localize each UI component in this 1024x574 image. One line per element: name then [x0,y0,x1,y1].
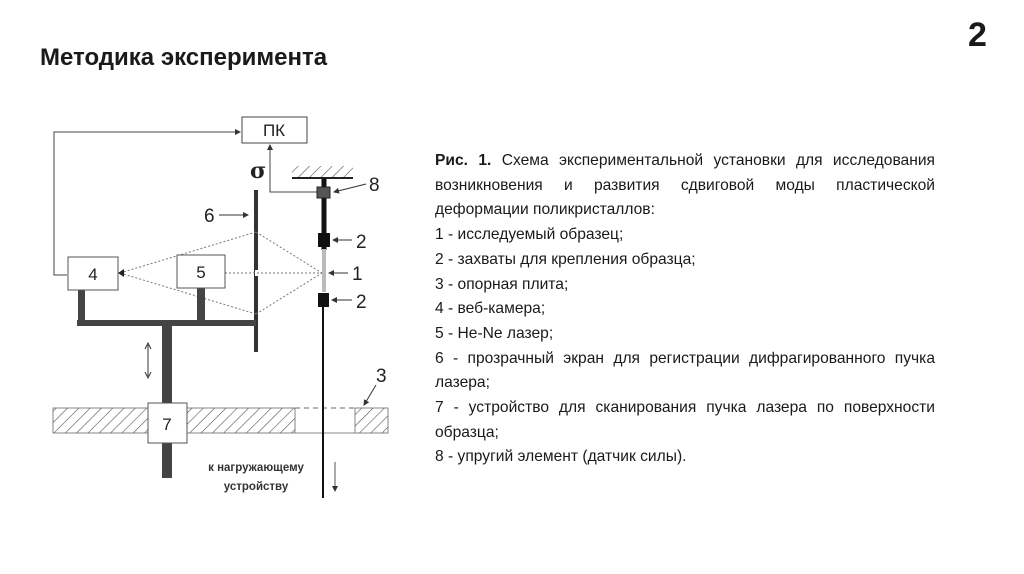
vertical-motion-arrow-icon [144,341,152,380]
legend-item: 5 - He-Ne лазер; [435,324,554,342]
pc-label: ПК [263,121,285,140]
scanner-box-7: 7 [147,402,188,444]
callout-8: 8 [369,175,380,196]
callout-2-bottom: 2 [356,292,367,313]
sigma-label: σ [250,158,266,184]
camera-pc-wire [53,129,241,276]
svg-text:4: 4 [88,265,97,284]
legend-item: 7 - устройство для сканирования пучка ла… [435,399,935,441]
legend-item: 2 - захваты для крепления образца; [435,250,696,268]
load-text-line1: к нагружающему [208,462,304,474]
pc-box: ПК [241,116,308,144]
sensor-pc-wire [267,144,317,193]
caption-heading: Рис. 1. Схема экспериментальной установк… [435,149,935,223]
lower-grip [318,293,329,307]
support-plate [52,407,389,434]
mount-frame [77,288,256,478]
force-sensor-8 [316,186,331,199]
laser-beams [119,231,323,315]
page-number: 2 [968,16,987,54]
callout-2-top: 2 [356,232,367,253]
figure-caption: Рис. 1. Схема экспериментальной установк… [435,149,935,470]
callout-1: 1 [352,264,363,285]
svg-text:7: 7 [162,415,171,434]
legend-item: 3 - опорная плита; [435,275,569,293]
legend-item: 8 - упругий элемент (датчик силы). [435,448,687,466]
callout-6: 6 [204,206,215,227]
sample [322,249,326,292]
load-text-line2: устройству [224,481,289,493]
ceiling-support [292,166,353,179]
legend-item: 4 - веб-камера; [435,300,546,318]
legend-item: 1 - исследуемый образец; [435,226,624,244]
upper-grip [318,233,330,247]
callout-3: 3 [376,366,387,387]
laser-box-5: 5 [176,254,226,289]
figure-description: Схема экспериментальной установки для ис… [435,152,935,219]
legend-item: 6 - прозрачный экран для регистрации диф… [435,349,935,392]
figure-label: Рис. 1. [435,152,492,169]
slide-title: Методика эксперимента [40,44,328,71]
webcam-box-4: 4 [67,256,119,291]
svg-text:5: 5 [196,263,205,282]
